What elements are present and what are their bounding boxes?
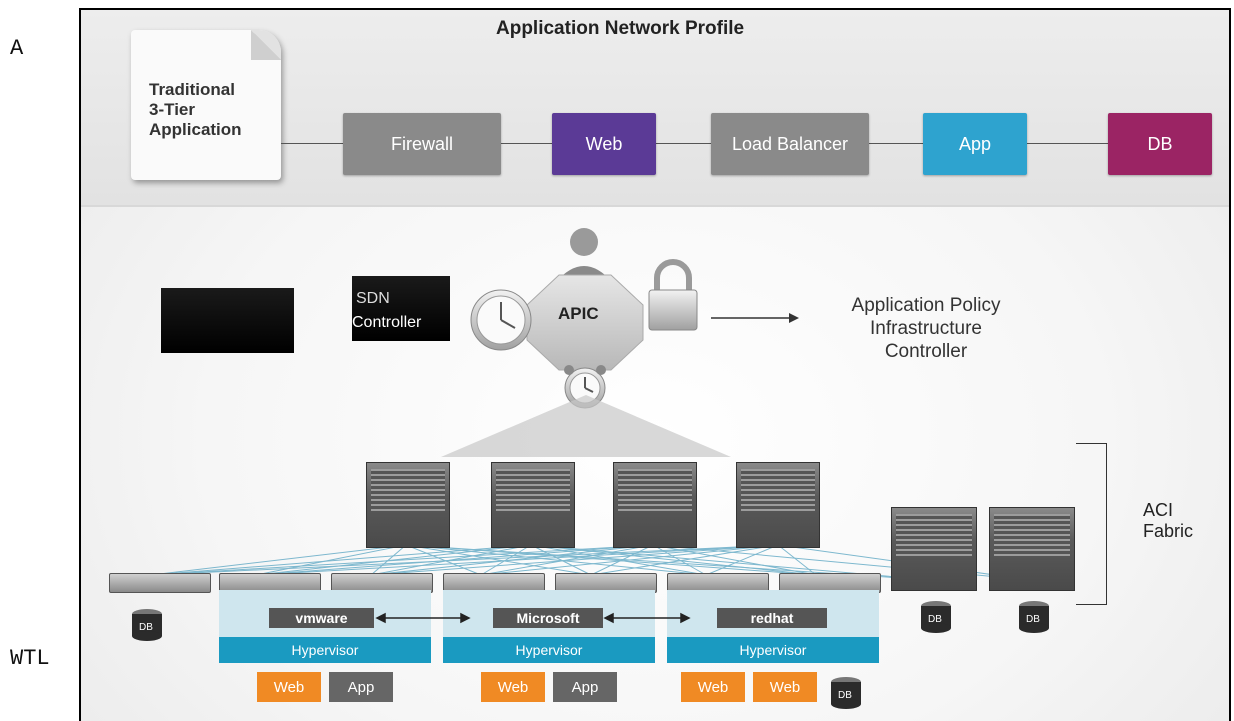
apic-description: Application Policy Infrastructure Contro… [816,294,1036,363]
vendor-microsoft: Microsoft [493,608,603,628]
spine-switch-4 [736,462,820,548]
db-icon-3: DB [1017,600,1051,634]
vm-web-4: Web [753,672,817,702]
leaf-switch-1 [109,573,211,593]
vm-web-2: Web [481,672,545,702]
desc-line-1: Application Policy [851,295,1001,316]
doc-line-3: Application [149,120,242,139]
db-icon-2: DB [919,600,953,634]
vendor-arrows [375,612,691,624]
application-network-profile-band: Application Network Profile Traditional … [81,10,1229,207]
lock-icon [648,259,698,331]
desc-line-2: Infrastructure [870,318,982,339]
border-switch-2 [989,507,1075,591]
db-label-3: DB [1026,614,1040,625]
doc-line-1: Traditional [149,80,235,99]
margin-label-wtl: WTL [10,646,50,671]
hypervisor-bar-3: Hypervisor [667,637,879,663]
vendor-redhat: redhat [717,608,827,628]
app-box: App [923,113,1027,175]
aci-fabric-bracket [1076,443,1107,605]
firewall-box: Firewall [343,113,501,175]
db-icon-1: DB [130,608,164,642]
desc-line-3: Controller [884,341,968,362]
sdn-line-2: Controller [352,314,422,331]
vm-web-3: Web [681,672,745,702]
sdn-line-1: SDN [356,290,390,307]
db-label-4: DB [838,690,852,701]
apic-beam [441,395,731,457]
alarm-clock-icon [564,365,606,409]
vm-web-1: Web [257,672,321,702]
spine-switch-2 [491,462,575,548]
db-box: DB [1108,113,1212,175]
fabric-line: Fabric [1143,521,1194,541]
doc-line-2: 3-Tier [149,100,195,119]
black-block-left [161,288,294,353]
hypervisor-bar-1: Hypervisor [219,637,431,663]
db-icon-4: DB [829,676,863,710]
arrow-to-description [711,313,799,323]
apic-label: APIC [558,304,599,323]
sdn-controller-label: SDN Controller [352,276,450,341]
clock-icon [470,289,532,351]
db-label-1: DB [139,622,153,633]
web-box: Web [552,113,656,175]
diagram-frame: Application Network Profile Traditional … [79,8,1231,721]
db-label-2: DB [928,614,942,625]
margin-letter-a: A [10,36,24,61]
load-balancer-box: Load Balancer [711,113,869,175]
apic-graphic [470,228,698,409]
aci-fabric-label: ACI Fabric [1143,500,1193,542]
vm-app-1: App [329,672,393,702]
spine-switch-3 [613,462,697,548]
border-switch-1 [891,507,977,591]
spine-switch-1 [366,462,450,548]
vendor-vmware: vmware [269,608,374,628]
vm-app-2: App [553,672,617,702]
profile-title: Application Network Profile [496,18,745,39]
hypervisor-bar-2: Hypervisor [443,637,655,663]
aci-line: ACI [1143,500,1174,520]
